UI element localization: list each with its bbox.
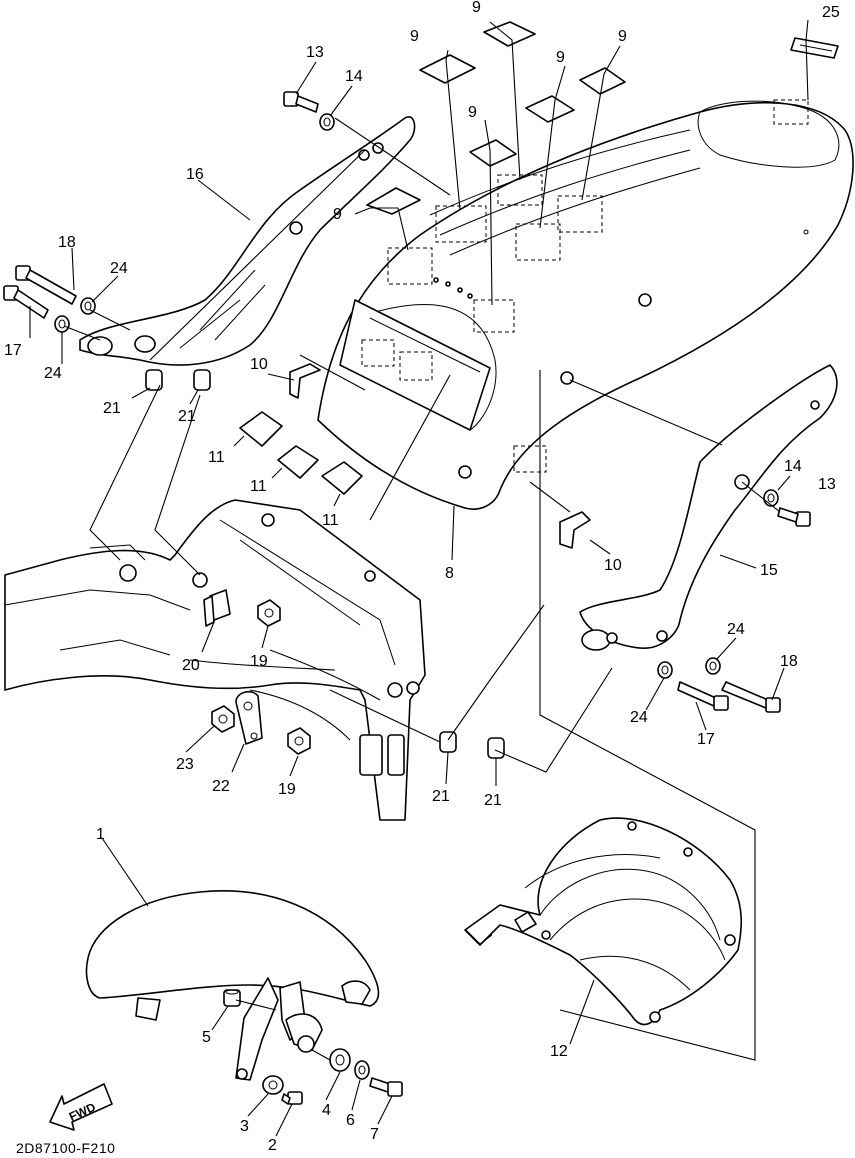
callout-24-left-lower: 24 xyxy=(44,365,62,382)
callout-10-upper: 10 xyxy=(250,356,268,373)
callout-7: 7 xyxy=(370,1126,379,1143)
bracket-10-upper xyxy=(289,363,321,399)
nut-19-lower xyxy=(287,727,311,755)
washer-24-left-lower xyxy=(54,315,70,333)
callout-11-c: 11 xyxy=(322,512,339,529)
exploded-reference-lines xyxy=(63,117,781,1061)
callout-3: 3 xyxy=(240,1118,249,1135)
washer-14-left xyxy=(319,113,335,131)
damper-4 xyxy=(329,1048,351,1072)
bolt-17-right xyxy=(677,681,729,711)
callout-9-a: 9 xyxy=(410,28,419,45)
callout-19-upper: 19 xyxy=(250,653,268,670)
front-fender-stay xyxy=(235,977,323,1081)
callout-14-left: 14 xyxy=(345,68,363,85)
callout-21-d: 21 xyxy=(484,792,502,809)
bracket-22 xyxy=(235,690,263,745)
callout-16: 16 xyxy=(186,166,204,183)
callout-9-d: 9 xyxy=(618,28,627,45)
frame-section xyxy=(4,499,426,821)
pad-set-11 xyxy=(239,411,363,495)
damper-3 xyxy=(262,1075,284,1095)
bolt-13-left xyxy=(283,91,319,113)
callout-9-b: 9 xyxy=(472,0,481,16)
callout-24-right-upper: 24 xyxy=(727,621,745,638)
collar-set-21 xyxy=(145,369,505,759)
callout-18-left: 18 xyxy=(58,234,76,251)
collar-front xyxy=(297,1035,315,1053)
bracket-10-lower xyxy=(559,511,591,549)
callout-21-b: 21 xyxy=(178,408,196,425)
warning-label-25 xyxy=(790,37,839,59)
callout-4: 4 xyxy=(322,1102,331,1119)
callout-23: 23 xyxy=(176,756,194,773)
callout-17-right: 17 xyxy=(697,731,715,748)
callout-22: 22 xyxy=(212,778,230,795)
rear-fender-stay-left xyxy=(79,116,416,366)
callout-21-c: 21 xyxy=(432,788,450,805)
callout-24-left-upper: 24 xyxy=(110,260,128,277)
callout-25: 25 xyxy=(822,4,840,21)
bolt-18-right xyxy=(721,681,781,713)
bolt-13-right xyxy=(777,507,811,527)
callout-19-lower: 19 xyxy=(278,781,296,798)
washer-6 xyxy=(354,1060,370,1080)
washer-14-right xyxy=(763,489,779,507)
bolt-7 xyxy=(369,1077,403,1097)
callout-11-b: 11 xyxy=(250,478,267,495)
callout-17-left: 17 xyxy=(4,342,22,359)
decal-set xyxy=(366,21,626,215)
bolt-17-left xyxy=(3,285,49,319)
washer-24-right-lower xyxy=(657,661,673,679)
callout-14-right: 14 xyxy=(784,458,802,475)
callout-9-e: 9 xyxy=(468,104,477,121)
callout-5: 5 xyxy=(202,1029,211,1046)
callout-9-f: 9 xyxy=(333,206,342,223)
bolt-18-left xyxy=(15,265,77,305)
callout-10-lower: 10 xyxy=(604,557,622,574)
front-fender xyxy=(85,890,380,1021)
forward-direction-arrow: FWD xyxy=(49,1083,113,1131)
callout-21-a: 21 xyxy=(103,400,121,417)
callout-9-c: 9 xyxy=(556,49,565,66)
callout-11-a: 11 xyxy=(208,449,225,466)
callout-18-right: 18 xyxy=(780,653,798,670)
bolt-2 xyxy=(281,1091,303,1105)
diagram-code: 2D87100-F210 xyxy=(16,1140,116,1156)
washer-24-right-upper xyxy=(705,657,721,675)
washer-24-left-upper xyxy=(80,297,96,315)
callout-6: 6 xyxy=(346,1112,355,1129)
nut-23 xyxy=(211,705,235,733)
collar-5 xyxy=(223,989,241,1007)
callout-13-left: 13 xyxy=(306,44,324,61)
rear-fender-stay-right xyxy=(579,364,838,651)
clip-nut-20 xyxy=(203,589,231,627)
rear-fender xyxy=(317,99,854,510)
callout-labels: 13 14 9 9 9 9 9 9 25 16 18 24 17 24 21 2… xyxy=(4,0,840,1154)
callout-20: 20 xyxy=(182,657,200,674)
callout-leaders xyxy=(29,19,809,1137)
nut-19-upper xyxy=(257,599,281,627)
callout-13-right: 13 xyxy=(818,476,836,493)
callout-8: 8 xyxy=(445,565,454,582)
callout-15: 15 xyxy=(760,562,778,579)
callout-1: 1 xyxy=(96,826,105,843)
callout-2: 2 xyxy=(268,1137,277,1154)
splash-guard xyxy=(464,817,743,1026)
callout-24-right-lower: 24 xyxy=(630,709,648,726)
callout-12: 12 xyxy=(550,1043,568,1060)
